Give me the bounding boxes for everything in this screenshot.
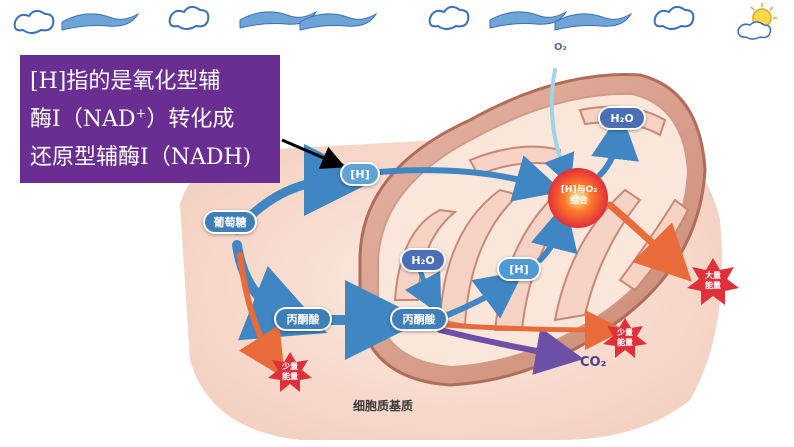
decorative-border xyxy=(13,3,777,40)
h2o-node-input: H₂O xyxy=(400,248,446,272)
callout-line-2-post: ）转化成 xyxy=(146,107,235,132)
cloud-icon xyxy=(13,6,695,34)
sun-icon xyxy=(737,3,777,40)
flow-arrows xyxy=(232,68,692,379)
h2o-node-output: H₂O xyxy=(598,106,646,130)
h-node-mitochondria: [H] xyxy=(497,257,541,281)
energy-small-1-label: 少量能量 xyxy=(282,362,298,381)
callout-line-2-sup: + xyxy=(135,106,147,122)
callout-line-2: 酶Ⅰ（NAD+）转化成 xyxy=(30,101,272,139)
callout-line-1: [H]指的是氧化型辅 xyxy=(30,69,221,94)
glucose-node: 葡萄糖 xyxy=(203,210,257,234)
h-node-cytoplasm: [H] xyxy=(340,162,380,186)
energy-burst-small-2 xyxy=(603,318,647,358)
cytoplasm-matrix-label: 细胞质基质 xyxy=(353,399,414,413)
swirl-icon xyxy=(61,10,633,31)
pyruvate-node-cytoplasm: 丙酮酸 xyxy=(274,307,332,331)
energy-burst-small-1 xyxy=(268,352,312,392)
callout-box: [H]指的是氧化型辅 酶Ⅰ（NAD+）转化成 还原型辅酶Ⅰ（NADH) xyxy=(20,55,280,183)
energy-burst-large xyxy=(687,258,739,305)
energy-small-2-label: 少量能量 xyxy=(617,328,633,347)
callout-line-2-pre: 酶Ⅰ（NAD xyxy=(30,107,136,132)
energy-large-label: 大量能量 xyxy=(705,271,721,290)
co2-label: CO₂ xyxy=(580,355,607,370)
callout-line-3: 还原型辅酶Ⅰ（NADH) xyxy=(30,145,252,170)
o2-label: O₂ xyxy=(554,42,567,53)
reaction-core xyxy=(548,168,608,228)
callout-pointer xyxy=(281,138,346,169)
combine-label: [H]与O₂结合 xyxy=(560,185,598,206)
pyruvate-node-mitochondria: 丙酮酸 xyxy=(390,307,448,331)
